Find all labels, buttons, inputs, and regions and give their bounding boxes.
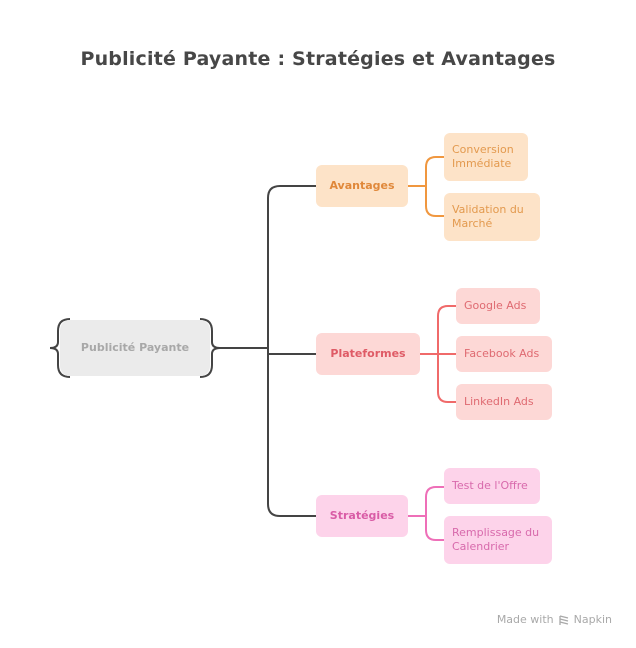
leaf-remplissage-calendrier[interactable]: Remplissage du Calendrier <box>444 516 552 564</box>
leaf-label: Remplissage du Calendrier <box>452 526 540 553</box>
branch-strategies[interactable]: Stratégies <box>316 495 408 537</box>
branch-plateformes[interactable]: Plateformes <box>316 333 420 375</box>
leaf-validation-marche[interactable]: Validation du Marché <box>444 193 540 241</box>
branch-label: Stratégies <box>329 509 395 522</box>
leaf-label: Google Ads <box>464 299 527 312</box>
leaf-linkedin-ads[interactable]: LinkedIn Ads <box>456 384 552 420</box>
leaf-google-ads[interactable]: Google Ads <box>456 288 540 324</box>
trunk-to-avantages <box>267 185 316 517</box>
leaf-label: Facebook Ads <box>464 347 540 360</box>
napkin-logo-icon <box>558 614 568 625</box>
leaf-label: LinkedIn Ads <box>464 395 534 408</box>
leaf-label: Test de l'Offre <box>452 479 528 492</box>
strategies-connector <box>408 486 444 541</box>
napkin-watermark[interactable]: Made with Napkin <box>497 613 612 626</box>
root-brace-left <box>49 318 71 378</box>
root-node[interactable]: Publicité Payante <box>60 320 210 376</box>
root-label: Publicité Payante <box>80 341 190 354</box>
plateformes-connector <box>420 305 456 403</box>
leaf-label: Conversion Immédiate <box>452 143 514 170</box>
diagram-title: Publicité Payante : Stratégies et Avanta… <box>80 48 556 70</box>
napkin-brand: Napkin <box>573 613 612 626</box>
branch-label: Plateformes <box>330 347 406 360</box>
leaf-test-offre[interactable]: Test de l'Offre <box>444 468 540 504</box>
leaf-facebook-ads[interactable]: Facebook Ads <box>456 336 552 372</box>
leaf-conversion-immediate[interactable]: Conversion Immédiate <box>444 133 528 181</box>
leaf-label: Validation du Marché <box>452 203 524 230</box>
branch-label: Avantages <box>329 179 395 192</box>
made-with-text: Made with <box>496 613 554 626</box>
branch-avantages[interactable]: Avantages <box>316 165 408 207</box>
avantages-connector <box>408 156 444 217</box>
